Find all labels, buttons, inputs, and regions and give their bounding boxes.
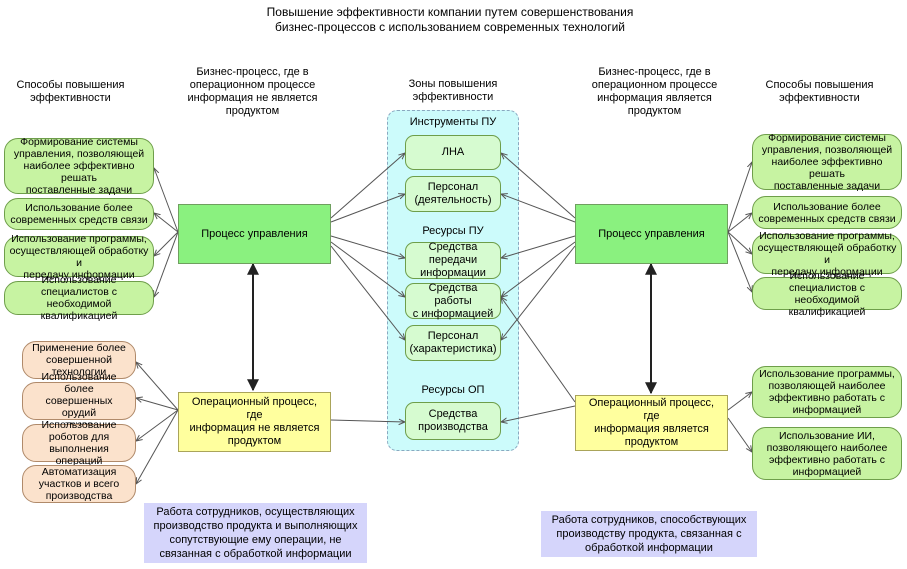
left-process-header: Бизнес-процесс, где в операционном проце… — [187, 66, 318, 117]
left-management-process: Процесс управления — [178, 204, 331, 264]
right-method-info-program: Использование программы, позволяющей наи… — [752, 366, 902, 418]
arrow-left-mgmt-method-2 — [154, 213, 179, 233]
arrow-right-to-work-info — [501, 241, 576, 297]
arrow-right-to-personnel-char — [501, 245, 576, 340]
arrow-left-ops-method-2 — [136, 398, 179, 411]
right-method-modern-communication: Использование более современных средств … — [752, 196, 902, 229]
right-method-info-software: Использование программы, осуществляющей … — [752, 230, 902, 278]
left-method-qualified-specialists: Использование специалистов с необходимой… — [4, 274, 154, 322]
zone-item-personnel-characteristic: Персонал (характеристика) — [405, 325, 501, 361]
zone-item-production-means: Средства производства — [405, 402, 501, 440]
arrow-left-to-personnel-char — [330, 245, 405, 340]
arrow-right-mgmt-method-2 — [727, 213, 752, 233]
arrow-left-to-transfer — [330, 235, 405, 258]
arrow-right-ops-method-1 — [727, 392, 752, 411]
right-method-qualified-specialists: Использование специалистов с необходимой… — [752, 270, 902, 318]
left-method-automation: Автоматизация участков и всего производс… — [22, 465, 136, 503]
zone-item-lna: ЛНА — [405, 135, 501, 170]
left-method-better-technology: Применение более совершенной технологии — [22, 341, 136, 379]
diagram-title: Повышение эффективности компании путем с… — [266, 5, 634, 34]
zone-item-transfer-means: Средства передачи информации — [405, 241, 501, 279]
left-method-better-tools: Использование более совершенных орудий т… — [22, 371, 136, 431]
arrow-right-to-personnel-activity — [501, 194, 576, 223]
arrow-left-to-lna — [330, 153, 405, 219]
arrow-left-to-work-info — [330, 241, 405, 297]
left-methods-header: Способы повышения эффективности — [16, 79, 125, 104]
zone-group-pu-resources: Ресурсы ПУ — [422, 225, 484, 237]
zone-item-info-work-means: Средства работы с информацией — [405, 282, 501, 320]
arrow-left-to-production — [330, 420, 405, 422]
arrow-right-ops-method-2 — [727, 417, 752, 452]
left-method-management-system: Формирование системы управления, позволя… — [4, 136, 154, 196]
right-management-process: Процесс управления — [575, 204, 728, 264]
arrow-left-mgmt-method-4 — [154, 231, 179, 297]
zone-item-personnel-activity: Персонал (деятельность) — [405, 176, 501, 212]
arrow-left-mgmt-method-3 — [154, 231, 179, 256]
arrow-left-to-personnel-activity — [330, 194, 405, 223]
right-method-ai: Использование ИИ, позволяющего наиболее … — [752, 427, 902, 480]
left-method-robots: Использование роботов для выполнения опе… — [22, 419, 136, 467]
arrow-left-ops-method-4 — [136, 409, 179, 484]
left-method-info-software: Использование программы, осуществляющей … — [4, 233, 154, 281]
zone-group-op-resources: Ресурсы ОП — [421, 384, 485, 396]
arrow-left-ops-method-3 — [136, 409, 179, 441]
arrow-right-to-transfer — [501, 235, 576, 258]
right-operational-process: Операционный процесс, где информация явл… — [575, 395, 728, 451]
left-note: Работа сотрудников, осуществляющих произ… — [144, 503, 367, 563]
arrow-left-mgmt-method-1 — [154, 168, 179, 233]
arrow-right-mgmt-method-4 — [727, 231, 752, 292]
zone-group-pu-tools: Инструменты ПУ — [409, 116, 497, 128]
arrow-left-ops-method-1 — [136, 362, 179, 411]
right-note: Работа сотрудников, способствующих произ… — [541, 511, 757, 557]
arrow-right-mgmt-method-3 — [727, 231, 752, 254]
left-operational-process: Операционный процесс, где информация не … — [178, 392, 331, 452]
right-process-header: Бизнес-процесс, где в операционном проце… — [591, 66, 718, 117]
right-methods-header: Способы повышения эффективности — [765, 79, 874, 104]
arrow-right-mgmt-method-1 — [727, 162, 752, 233]
left-method-modern-communication: Использование более современных средств … — [4, 198, 154, 230]
zones-header: Зоны повышения эффективности — [408, 78, 498, 103]
arrow-right-to-lna — [501, 153, 576, 219]
right-method-management-system: Формирование системы управления, позволя… — [752, 132, 902, 192]
arrow-right-ops-to-production — [501, 405, 576, 422]
arrow-right-ops-to-work-info — [501, 297, 576, 403]
